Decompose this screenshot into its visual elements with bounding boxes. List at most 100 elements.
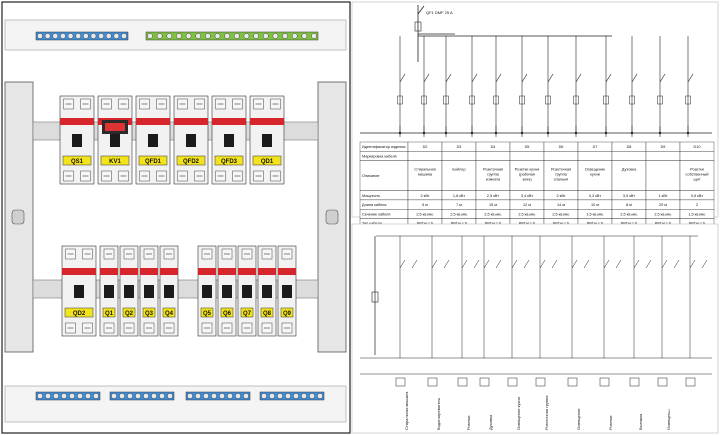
breaker-red-band [198, 268, 216, 275]
table-value: 1,5 кв.мм. [688, 212, 705, 216]
table-desc: кухни [590, 173, 600, 177]
table-row-label: Маркировка кабеля [362, 154, 397, 158]
table-cell [645, 160, 681, 191]
breaker-label: QD1 [261, 159, 274, 165]
branch-switch [687, 73, 694, 83]
busbars-bottom [35, 391, 325, 401]
branch-device [493, 95, 499, 105]
breaker-toggle [104, 285, 114, 298]
table-cell [577, 160, 613, 191]
breaker-label-plate [100, 155, 130, 166]
branch-switch [659, 73, 666, 83]
busbar-screw [311, 33, 317, 39]
busbar-screw [111, 393, 117, 399]
busbar-screw [98, 33, 104, 39]
breaker-red-band [258, 268, 276, 275]
breaker-red-band [160, 268, 178, 275]
busbar-screw [119, 393, 125, 399]
table-desc: щит [694, 178, 701, 182]
consumer-symbol [599, 377, 610, 387]
table-value: 2 кВт [421, 194, 430, 198]
breaker-label: QD2 [73, 311, 86, 317]
consumer-label: Розеточная группа [544, 395, 549, 430]
table-value: 5 м [422, 203, 428, 207]
table-value: ВВГнг-LS [621, 222, 638, 226]
wiring-frame [351, 223, 719, 434]
table-value: D8 [627, 145, 632, 149]
branch-device [469, 95, 475, 105]
breaker-label-plate [200, 307, 214, 318]
busbar-screw [113, 33, 120, 39]
consumer-symbol [427, 377, 438, 387]
branch-switch [399, 73, 406, 83]
wiring-switch-2 [495, 259, 502, 269]
breaker-toggle [222, 285, 232, 298]
branch-switch [423, 73, 430, 83]
wiring-switch-2 [673, 259, 680, 269]
table-cell [509, 160, 545, 191]
table-cell [475, 151, 511, 161]
table-desc: Розетки [690, 168, 704, 172]
busbar-screw [262, 33, 269, 39]
table-cell [611, 160, 647, 191]
busbar-screw [227, 393, 233, 399]
breaker-label: QFD3 [221, 159, 238, 165]
table-value: 15 м [489, 203, 497, 207]
table-value: 1 кВт [659, 194, 668, 198]
breaker-red-band [174, 118, 208, 125]
branch-switch [631, 73, 638, 83]
table-value: 2,5 кв.мм. [620, 212, 637, 216]
branch-device [397, 95, 403, 105]
breaker-toggle [262, 134, 272, 147]
meter-readout [105, 123, 125, 131]
wiring-switch [399, 259, 406, 269]
breaker-label-plate [214, 155, 244, 166]
panel-frame [1, 1, 351, 434]
wiring-switch-2 [645, 259, 652, 269]
busbar-screw [167, 393, 173, 399]
consumer-symbol [395, 377, 406, 387]
table-value: 20 м [659, 203, 667, 207]
consumer-symbol [657, 377, 668, 387]
breaker-red-band [140, 268, 158, 275]
sld-branches [397, 36, 694, 137]
consumer-label: Освещение кухни [516, 397, 521, 430]
branch-switch [445, 73, 452, 83]
busbar-screw [67, 33, 74, 39]
table-cell [679, 151, 715, 161]
consumer-label: Розетки [608, 416, 613, 430]
table-desc: Розеточная [483, 168, 503, 172]
busbar-screw [61, 393, 67, 399]
consumer-label: Освещение [666, 408, 671, 430]
table-value: 2,5 кВт [487, 194, 499, 198]
table-value: D4 [491, 145, 496, 149]
branch-device [603, 95, 609, 105]
table-value: 7 м [456, 203, 462, 207]
consumer-label: Стиральная машина [404, 391, 409, 430]
breaker-label-plate [220, 307, 234, 318]
busbars-top [35, 31, 319, 41]
breaker-label-plate [162, 307, 176, 318]
branch-device [519, 95, 525, 105]
consumer-label: Вытяжка [638, 413, 643, 430]
breaker-red-band [278, 268, 296, 275]
breaker-label: Q8 [263, 311, 272, 317]
table-desc: Розеточная [551, 168, 571, 172]
table-value: D10 [694, 145, 701, 149]
table-desc: группа [555, 173, 567, 177]
wiring-switch-2 [473, 259, 480, 269]
table-value: D3 [457, 145, 462, 149]
breaker-toggle [124, 285, 134, 298]
table-row-label: Описание [362, 174, 379, 178]
table-cell [645, 151, 681, 161]
table-value: 10 м [591, 203, 599, 207]
table-value: D6 [559, 145, 564, 149]
table-row-label: Длина кабеля [362, 203, 386, 207]
table-row-label: Мощность [362, 194, 380, 198]
busbar-screw [151, 393, 157, 399]
